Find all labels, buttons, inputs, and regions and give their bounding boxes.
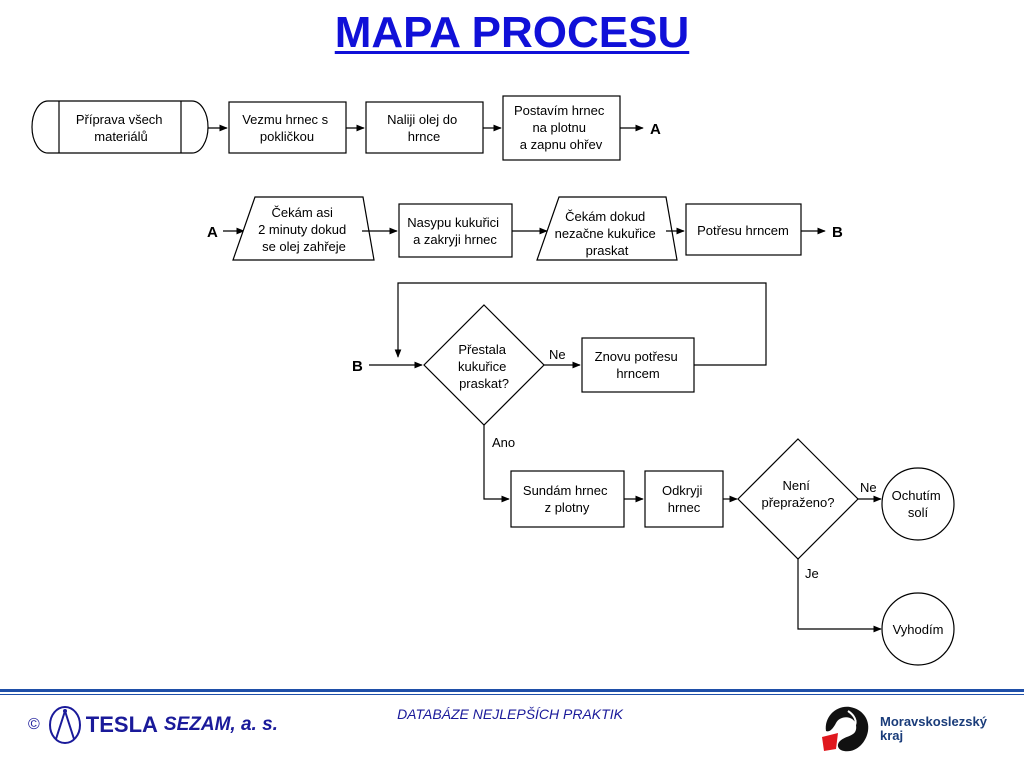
footer-rule [0, 689, 1024, 692]
region-name: Moravskoslezský kraj [880, 714, 987, 743]
connector-a-in: A [207, 224, 218, 241]
svg-text:Odkryji hrnec: Odkryji hrnec [662, 483, 706, 515]
region-logo: Moravskoslezský kraj [818, 700, 1008, 758]
moravskoslezsky-kraj-logo-icon [822, 706, 869, 752]
process-znovu: Znovu potřesu hrncem [581, 337, 695, 393]
svg-text:Sundám hrnec z plotny: Sundám hrnec z plotny [523, 483, 611, 515]
footer-rule-thin [0, 694, 1024, 695]
page-title: MAPA PROCESU [334, 8, 690, 57]
svg-text:Vyhodím: Vyhodím [893, 622, 944, 637]
edge-label-ano: Ano [492, 435, 515, 450]
edge-label-je: Je [805, 566, 819, 581]
svg-text:Vezmu hrnec s pokličkou: Vezmu hrnec s pokličkou [242, 112, 332, 144]
connector-b-out: B [832, 224, 843, 241]
process-nasypu: Nasypu kukuřici a zakryji hrnec [398, 203, 513, 258]
decision-prestala: Přestala kukuřice praskat? [423, 304, 545, 426]
svg-text:Nasypu kukuřici a zakryj: Nasypu kukuřici a zakryji hrnec [407, 215, 502, 247]
svg-text:Přestala kukuřice: Přestala kukuřice praskat? [458, 342, 510, 391]
process-naliji: Naliji olej do hrnce [365, 101, 484, 154]
arrow [797, 559, 882, 633]
edge-label-ne: Ne [549, 347, 566, 362]
tesla-logo-text: TESLA [85, 712, 158, 737]
edge-label-ne: Ne [860, 480, 877, 495]
manual-op-cekam2: Čekám dokud nezačne kukuřice praskat [536, 196, 678, 261]
arrow [483, 425, 510, 503]
start-label: Příprava všech materiálů [76, 112, 166, 144]
process-postavim: Postavím hrnec na plotnu a zapnu ohřev [502, 95, 621, 161]
start-terminal: Příprava všech materiálů [31, 100, 209, 154]
process-flowchart: Příprava všech materiálů Vezmu hrnec s p… [31, 95, 955, 666]
process-potresu: Potřesu hrncem [685, 203, 802, 256]
terminal-ochutim: Ochutím solí [881, 467, 955, 541]
process-odkryji: Odkryji hrnec [644, 470, 724, 528]
svg-text:Není přepraženo?: Není přepraženo? [762, 478, 835, 510]
tesla-antenna-icon [48, 706, 81, 744]
svg-text:Naliji olej do hrnce: Naliji olej do hrnce [387, 112, 461, 144]
svg-text:Potřesu hrncem: Potřesu hrncem [697, 223, 789, 238]
svg-text:Postavím hrnec na plotnu: Postavím hrnec na plotnu a zapnu ohřev [514, 103, 608, 152]
svg-text:Čekám asi 2 minuty dokud: Čekám asi 2 minuty dokud se olej zahřeje [258, 205, 350, 254]
svg-text:Znovu potřesu hrncem: Znovu potřesu hrncem [595, 349, 682, 381]
connector-b-in: B [352, 358, 363, 375]
terminal-vyhodim: Vyhodím [881, 592, 955, 666]
company-name: SEZAM, a. s. [163, 714, 278, 735]
svg-text:Čekám dokud nezačne kuku: Čekám dokud nezačne kukuřice praskat [555, 209, 660, 258]
decision-neni: Není přepraženo? [737, 438, 859, 560]
copyright-symbol: © [28, 716, 40, 733]
loop-arrow [394, 282, 767, 366]
connector-a-out: A [650, 121, 661, 138]
database-title: DATABÁZE NEJLEPŠÍCH PRAKTIK [397, 706, 623, 722]
footer-company: © TESLA SEZAM, a. s. [28, 703, 278, 747]
svg-text:Ochutím solí: Ochutím solí [892, 488, 945, 520]
process-vezmu: Vezmu hrnec s pokličkou [228, 101, 347, 154]
process-sundam: Sundám hrnec z plotny [510, 470, 625, 528]
manual-op-cekam1: Čekám asi 2 minuty dokud se olej zahřeje [232, 196, 375, 261]
